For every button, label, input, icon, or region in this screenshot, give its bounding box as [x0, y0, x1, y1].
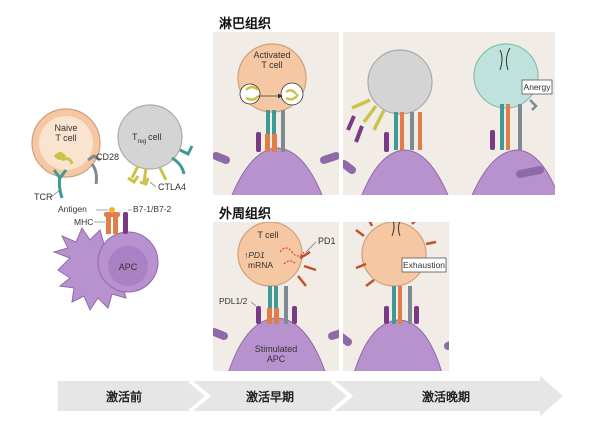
ctla4-receptors [127, 145, 194, 186]
left-b7 [123, 212, 128, 234]
label-exhaustion: Exhaustion [403, 260, 445, 270]
peripheral-late-scene: Exhaustion [343, 222, 449, 371]
label-ctla4: CTLA4 [158, 182, 186, 192]
left-apc: APC [52, 226, 159, 312]
label-anergy: Anergy [524, 82, 552, 92]
label-apc: APC [119, 262, 138, 272]
naive-cd28 [87, 154, 101, 185]
stage-pre: 激活前 [106, 389, 142, 404]
section-title-peripheral: 外周组织 [219, 207, 272, 222]
stage-late: 激活晚期 [422, 389, 470, 404]
label-antigen: Antigen [58, 204, 87, 214]
label-pd1: PD1 [318, 236, 336, 246]
left-mhc [104, 207, 120, 234]
label-pdl: PDL1/2 [219, 296, 248, 306]
label-b7: B7-1/B7-2 [133, 204, 172, 214]
label-tcell-early: T cell [257, 230, 278, 240]
stage-arrow: 激活前 激活早期 激活晚期 [58, 376, 563, 416]
label-tcr: TCR [34, 192, 53, 202]
stage-early: 激活早期 [246, 389, 294, 404]
label-cd28: CD28 [96, 152, 119, 162]
anergy-box [521, 79, 553, 95]
naive-tcr [52, 169, 68, 199]
lymphoid-late-scene: Anergy [343, 43, 555, 195]
label-mhc: MHC [74, 217, 93, 227]
section-title-lymphoid: 淋巴组织 [219, 17, 272, 32]
exhaustion-box [401, 257, 447, 273]
